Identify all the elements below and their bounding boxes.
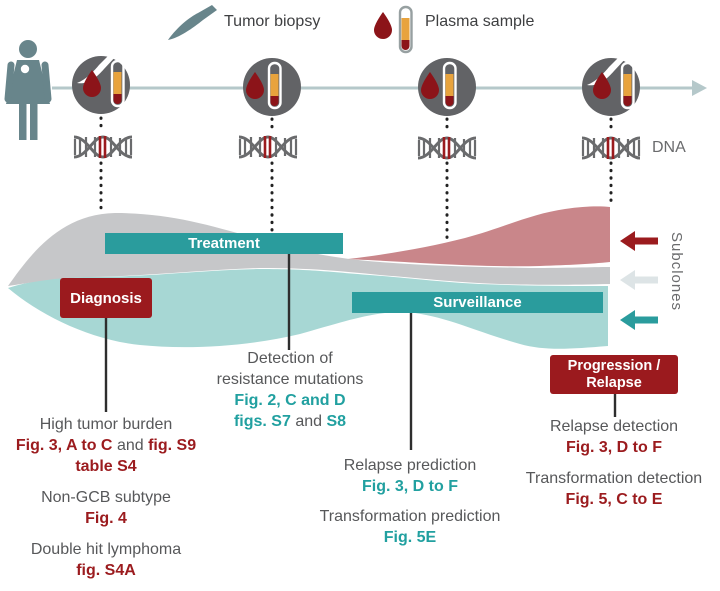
annotation-resistance-mutations: Detection of resistance mutations Fig. 2… (217, 348, 364, 432)
timepoint-4-biopsy-plasma (582, 53, 640, 116)
annotation-transformation-prediction: Transformation prediction Fig. 5E (320, 506, 501, 548)
annotation-ref: fig. S4A (76, 562, 136, 579)
annotation-ref: Fig. 5, C to E (565, 491, 663, 508)
annotation-ref-supp: figs. S7 and S8 (233, 413, 347, 430)
diagnosis-label: Diagnosis (70, 289, 142, 307)
progression-label-line2: Relapse (586, 374, 642, 391)
dotted-connectors (99, 116, 613, 243)
dna-icon (416, 135, 478, 161)
annotation-title-line1: Detection of (247, 350, 333, 367)
annotation-lines (104, 253, 617, 450)
dna-label: DNA (652, 139, 686, 156)
subclone-arrow-teal (620, 310, 658, 330)
subclone-arrow-gray (620, 270, 658, 290)
scalpel-icon (168, 5, 217, 40)
annotation-double-hit: Double hit lymphoma fig. S4A (31, 539, 181, 581)
dna-icon (580, 135, 642, 161)
subclone-arrow-red (620, 231, 658, 251)
progression-relapse-box: Progression / Relapse (550, 355, 678, 394)
tumor-marker-dot (20, 64, 30, 74)
surveillance-bar: Surveillance (352, 292, 603, 313)
annotation-high-tumor-burden: High tumor burden Fig. 3, A to C and fig… (16, 414, 196, 477)
annotation-non-gcb: Non-GCB subtype Fig. 4 (41, 487, 171, 529)
annotation-ref: Fig. 3, D to F (362, 478, 458, 495)
timepoint-2-plasma (243, 58, 301, 116)
treatment-label: Treatment (188, 235, 260, 252)
annotation-title: Relapse prediction (343, 457, 477, 474)
annotation-ref: Fig. 3, D to F (566, 439, 662, 456)
diagnosis-box: Diagnosis (60, 278, 152, 318)
annotation-refs: Fig. 3, A to C and fig. S9 (15, 437, 197, 454)
annotation-title: High tumor burden (39, 416, 173, 433)
annotation-ref-main: Fig. 2, C and D (234, 392, 346, 409)
annotation-relapse-detection: Relapse detection Fig. 3, D to F (550, 416, 678, 458)
legend-tumor-biopsy-label: Tumor biopsy (224, 13, 321, 30)
annotation-title: Non-GCB subtype (41, 489, 171, 506)
dna-icon (237, 134, 299, 160)
legend-plasma-sample-label: Plasma sample (425, 13, 535, 30)
annotation-title-line2: resistance mutations (216, 371, 364, 388)
annotation-title: Transformation detection (525, 470, 703, 487)
timepoint-3-plasma (418, 58, 476, 116)
annotation-ref: Fig. 5E (383, 529, 437, 546)
stream-gray (8, 213, 610, 286)
blood-drop-icon (374, 12, 392, 39)
subclones-label: Subclones (668, 232, 685, 312)
annotation-title: Double hit lymphoma (30, 541, 182, 558)
stream-teal (8, 269, 608, 349)
annotation-title: Relapse detection (549, 418, 679, 435)
annotation-transformation-detection: Transformation detection Fig. 5, C to E (526, 468, 702, 510)
annotation-title: Transformation prediction (319, 508, 501, 525)
test-tube-icon (398, 5, 413, 54)
annotation-ref: Fig. 4 (85, 510, 127, 527)
treatment-bar: Treatment (105, 233, 343, 254)
stream-red (348, 206, 610, 267)
person-icon (4, 40, 52, 140)
annotation-relapse-prediction: Relapse prediction Fig. 3, D to F (344, 455, 477, 497)
timepoint-1-biopsy-plasma (72, 51, 130, 114)
dna-icon (72, 134, 134, 160)
progression-label-line1: Progression / (567, 357, 661, 374)
surveillance-label: Surveillance (433, 294, 522, 311)
annotation-ref-table: table S4 (75, 458, 137, 475)
